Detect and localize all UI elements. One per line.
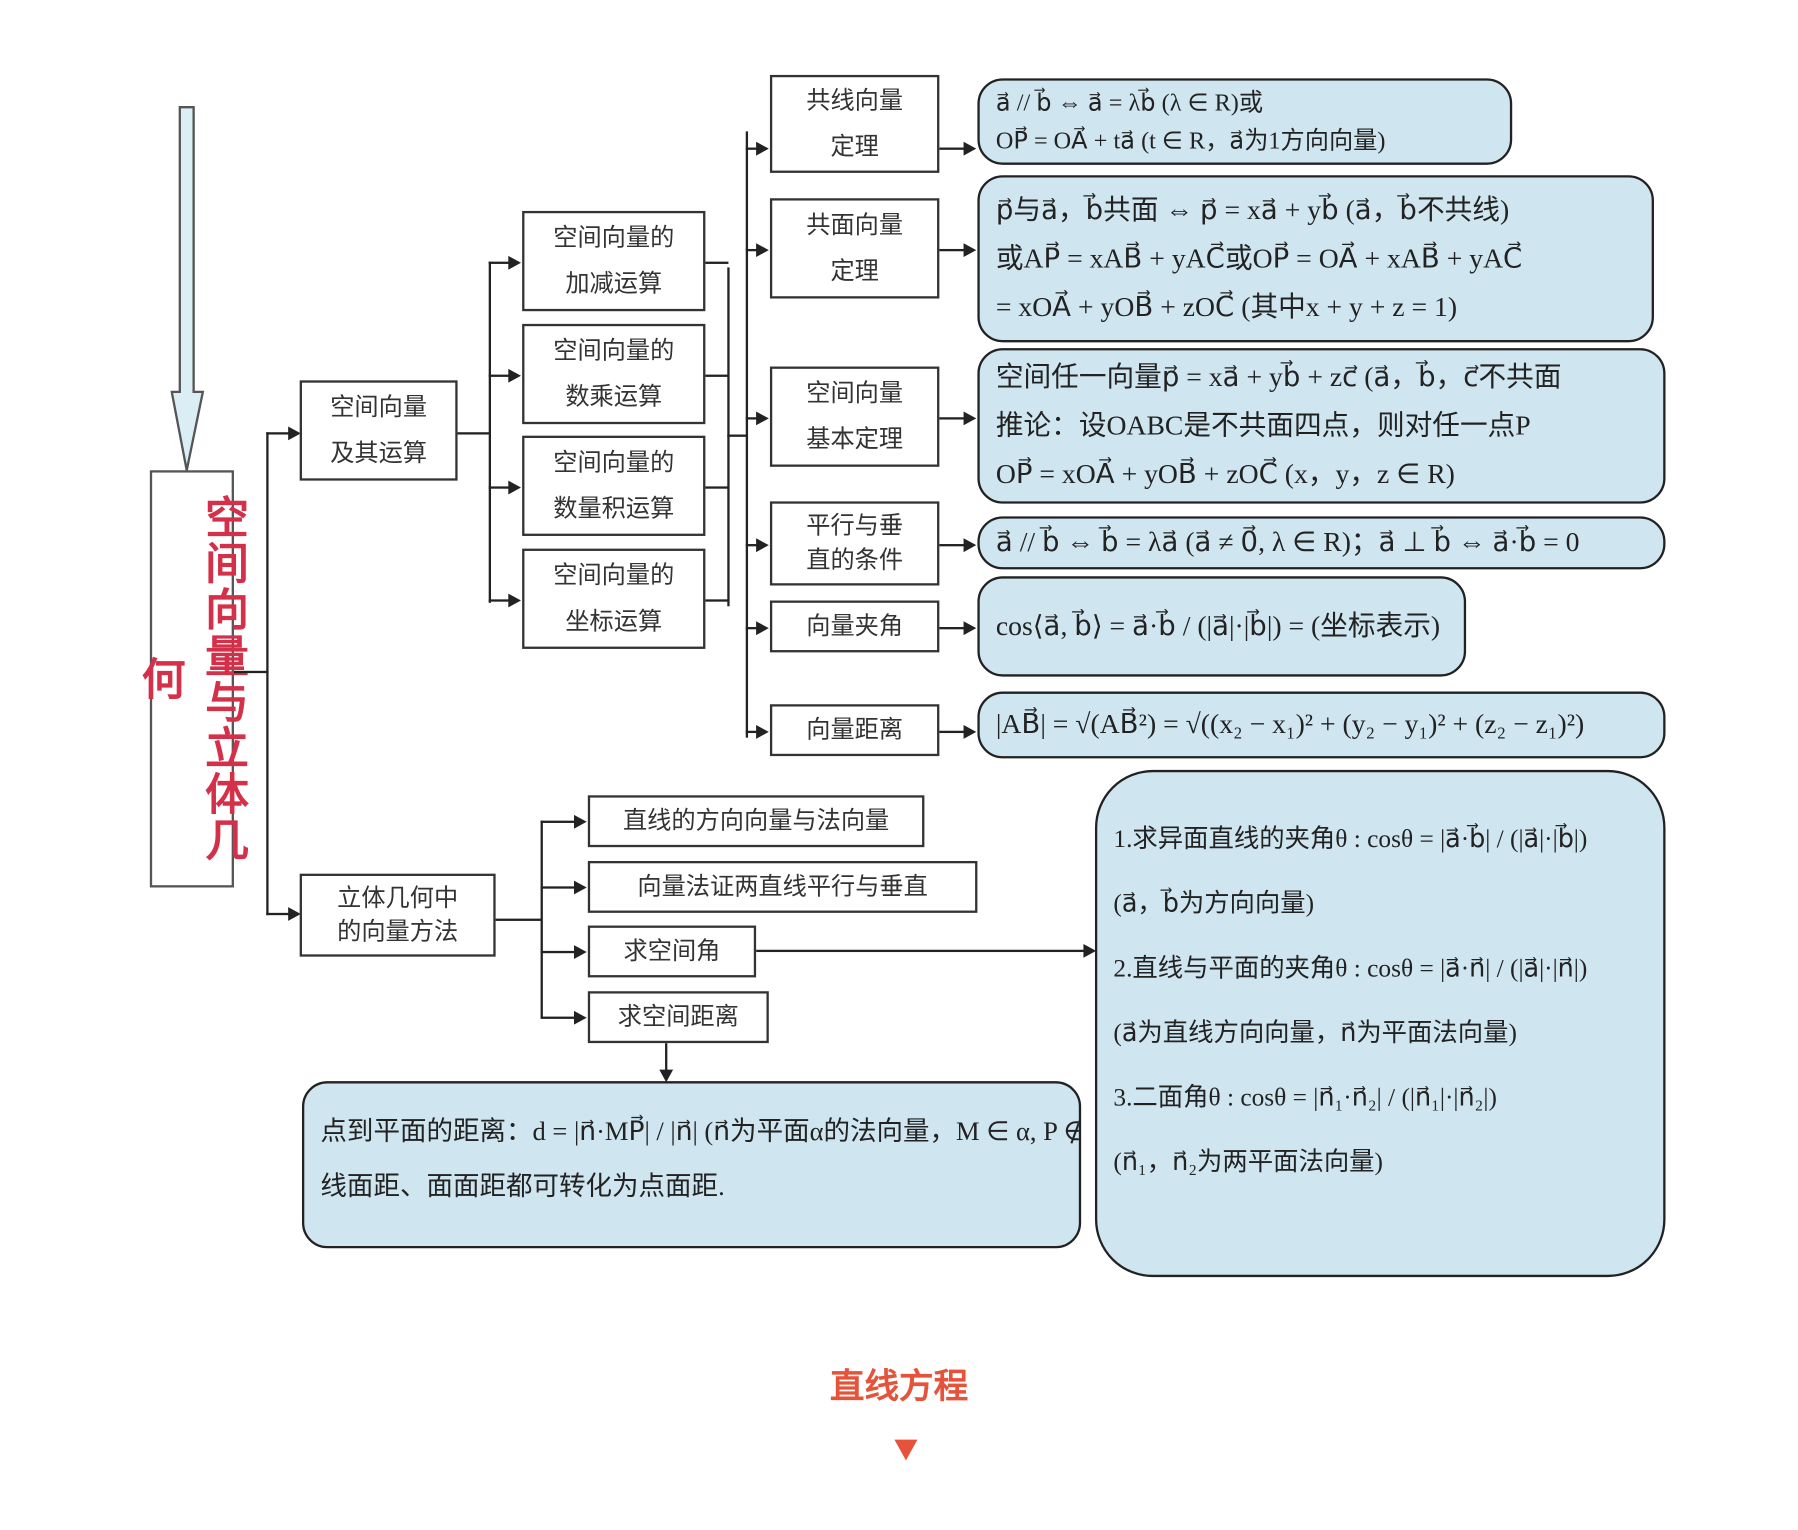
method-item-box: 向量法证两直线平行与垂直: [587, 860, 978, 913]
method-item-box: 求空间距离: [587, 991, 769, 1044]
vector-op-box: 空间向量的数量积运算: [522, 435, 706, 536]
space-angle-box: 1.求异面直线的夹角θ : cosθ = |a⃗·b⃗| / (|a⃗|·|b⃗…: [1094, 769, 1666, 1278]
vector-op-box: 空间向量的数乘运算: [522, 323, 706, 425]
topic-box: 向量夹角: [769, 600, 940, 653]
method-item-box: 求空间角: [587, 925, 757, 978]
formula-box: cos⟨a⃗, b⃗⟩ = a⃗·b⃗ / (|a⃗|·|b⃗|) = (坐标表…: [977, 576, 1467, 677]
formula-box: 空间任一向量p⃗ = xa⃗ + yb⃗ + zc⃗ (a⃗，b⃗，c⃗不共面推…: [977, 348, 1666, 504]
topic-box: 向量距离: [769, 704, 940, 757]
down-arrow-icon: [170, 106, 205, 471]
down-triangle-icon: [894, 1439, 918, 1461]
vector-op-box: 空间向量的加减运算: [522, 210, 706, 312]
topic-box: 共面向量定理: [769, 198, 940, 299]
vector-methods-box: 立体几何中的向量方法: [299, 873, 496, 957]
point-plane-distance-box: 点到平面的距离：d = |n⃗·MP⃗| / |n⃗| (n⃗为平面α的法向量，…: [301, 1081, 1082, 1249]
root-title: 空间向量与立体几何: [134, 470, 248, 888]
topic-box: 共线向量定理: [769, 74, 940, 173]
topic-box: 平行与垂直的条件: [769, 501, 940, 586]
topic-box: 空间向量基本定理: [769, 366, 940, 467]
space-vector-ops-box: 空间向量及其运算: [299, 380, 458, 481]
formula-box: p⃗与a⃗，b⃗共面 ⇔ p⃗ = xa⃗ + yb⃗ (a⃗，b⃗不共线)或A…: [977, 175, 1654, 343]
formula-box: |AB⃗| = √(AB⃗²) = √((x₂ − x₁)² + (y₂ − y…: [977, 691, 1666, 759]
method-item-box: 直线的方向向量与法向量: [587, 795, 925, 848]
section-heading: 直线方程: [829, 1366, 969, 1408]
formula-box: a⃗ // b⃗ ⇔ b⃗ = λa⃗ (a⃗ ≠ 0⃗, λ ∈ R)；a⃗ …: [977, 516, 1666, 570]
vector-op-box: 空间向量的坐标运算: [522, 548, 706, 649]
